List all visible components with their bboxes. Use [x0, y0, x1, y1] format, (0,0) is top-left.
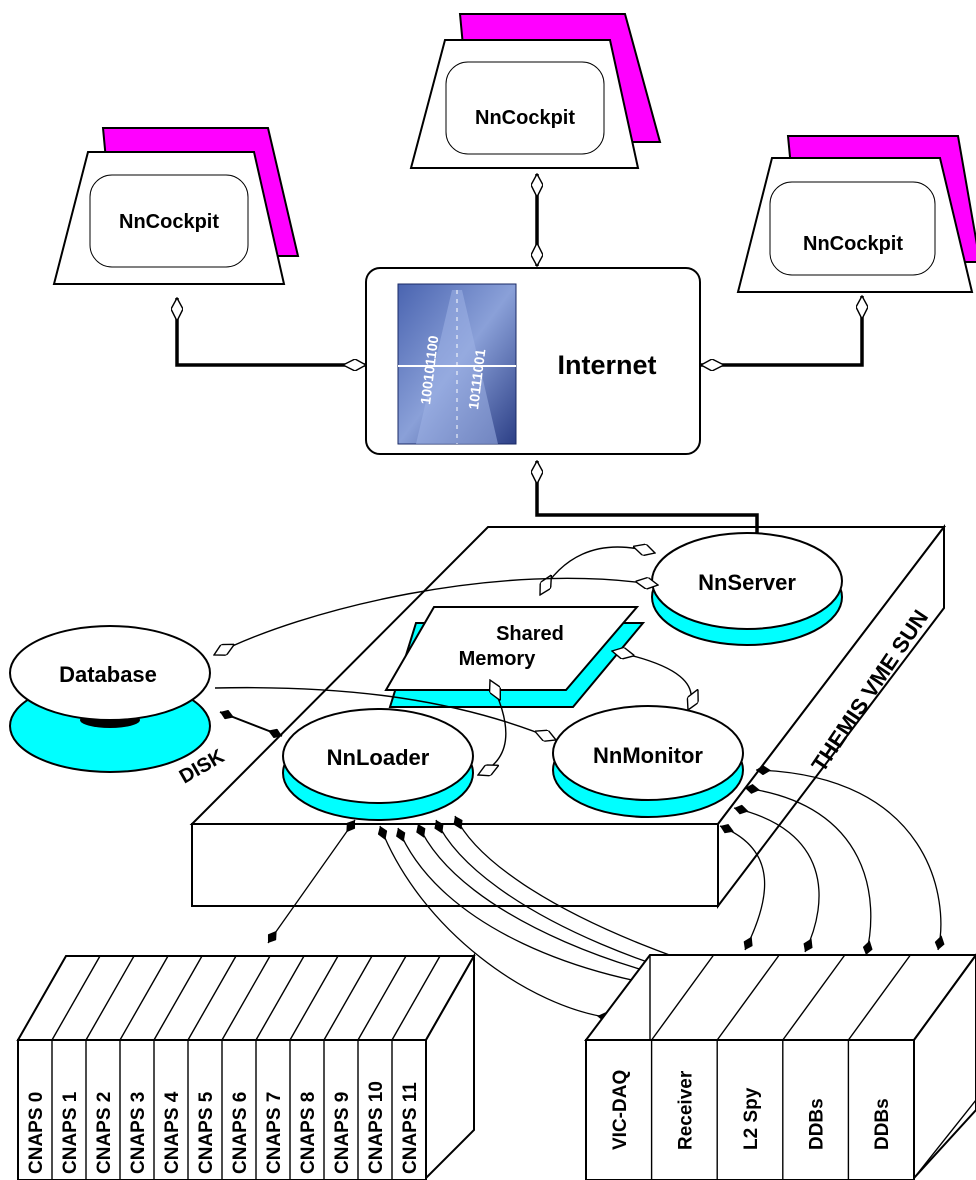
process-nnloader: NnLoader: [282, 708, 474, 821]
svg-text:10111001: 10111001: [465, 348, 488, 410]
cnaps-card-label: CNAPS 8: [298, 1092, 319, 1174]
daq-card-label: L2 Spy: [741, 1087, 762, 1150]
process-nnserver: NnServer: [651, 532, 843, 646]
cnaps-card-label: CNAPS 5: [196, 1091, 217, 1174]
arrow-sharedmem-nnmonitor: [612, 651, 691, 710]
process-nnmonitor: NnMonitor: [552, 705, 744, 818]
database-label: Database: [59, 662, 157, 687]
shared-memory-line2: Memory: [459, 648, 537, 670]
nnmonitor-label: NnMonitor: [593, 743, 703, 768]
bus-monitor-ddbs: [755, 765, 945, 951]
cnaps-card-label: CNAPS 7: [264, 1092, 285, 1174]
connector-internet-cockpit-left: [177, 298, 366, 365]
internet-label: Internet: [557, 350, 656, 380]
daq-card-label: DDBs: [807, 1098, 828, 1150]
cnaps-card-label: CNAPS 3: [128, 1092, 149, 1174]
database-disk: Database DISK: [9, 625, 229, 788]
cnaps-card-label: CNAPS 1: [60, 1091, 81, 1174]
cnaps-card-label: CNAPS 9: [332, 1092, 353, 1174]
cockpit-center: NnCockpit: [409, 13, 662, 169]
internal-connectors: [214, 547, 691, 775]
nnserver-label: NnServer: [698, 570, 796, 595]
daq-card-label: VIC-DAQ: [610, 1070, 631, 1150]
cnaps-card-label: CNAPS 4: [162, 1091, 183, 1174]
arrow-database-nnloader: [219, 709, 283, 739]
bus-loader-cnaps: [267, 819, 356, 944]
binary-highway-icon: 100101100 10111001: [397, 283, 517, 445]
cockpit-center-label: NnCockpit: [475, 107, 575, 129]
nnloader-label: NnLoader: [327, 745, 430, 770]
cnaps-card-label: CNAPS 0: [26, 1092, 47, 1174]
cnaps-rack: CNAPS 0 CNAPS 1 CNAPS 2 CNAPS 3 CNAPS 4 CNAPS…: [16, 952, 476, 1180]
cockpit-left: NnCockpit: [52, 127, 300, 285]
shared-memory-line1: Shared: [496, 623, 564, 645]
cnaps-card-label: CNAPS 2: [94, 1092, 115, 1174]
cockpit-right-label: NnCockpit: [803, 233, 903, 255]
cnaps-card-label: CNAPS 10: [366, 1081, 387, 1174]
cockpit-right: NnCockpit: [736, 135, 976, 293]
cnaps-card-label: CNAPS 6: [230, 1092, 251, 1174]
cockpit-left-label: NnCockpit: [119, 211, 219, 233]
cnaps-card-label: CNAPS 11: [400, 1082, 421, 1174]
daq-card-label: DDBs: [872, 1098, 893, 1150]
internet-node: 100101100 10111001 Internet: [365, 267, 701, 455]
daq-crate: VIC-DAQ Receiver L2 Spy DDBs DDBs: [583, 953, 976, 1180]
arrow-database-nnmonitor: [214, 686, 556, 740]
arrow-sharedmem-nnloader: [478, 680, 507, 775]
arrow-server-database: [214, 578, 658, 655]
daq-card-label: Receiver: [675, 1070, 696, 1150]
connector-internet-cockpit-right: [701, 296, 862, 365]
